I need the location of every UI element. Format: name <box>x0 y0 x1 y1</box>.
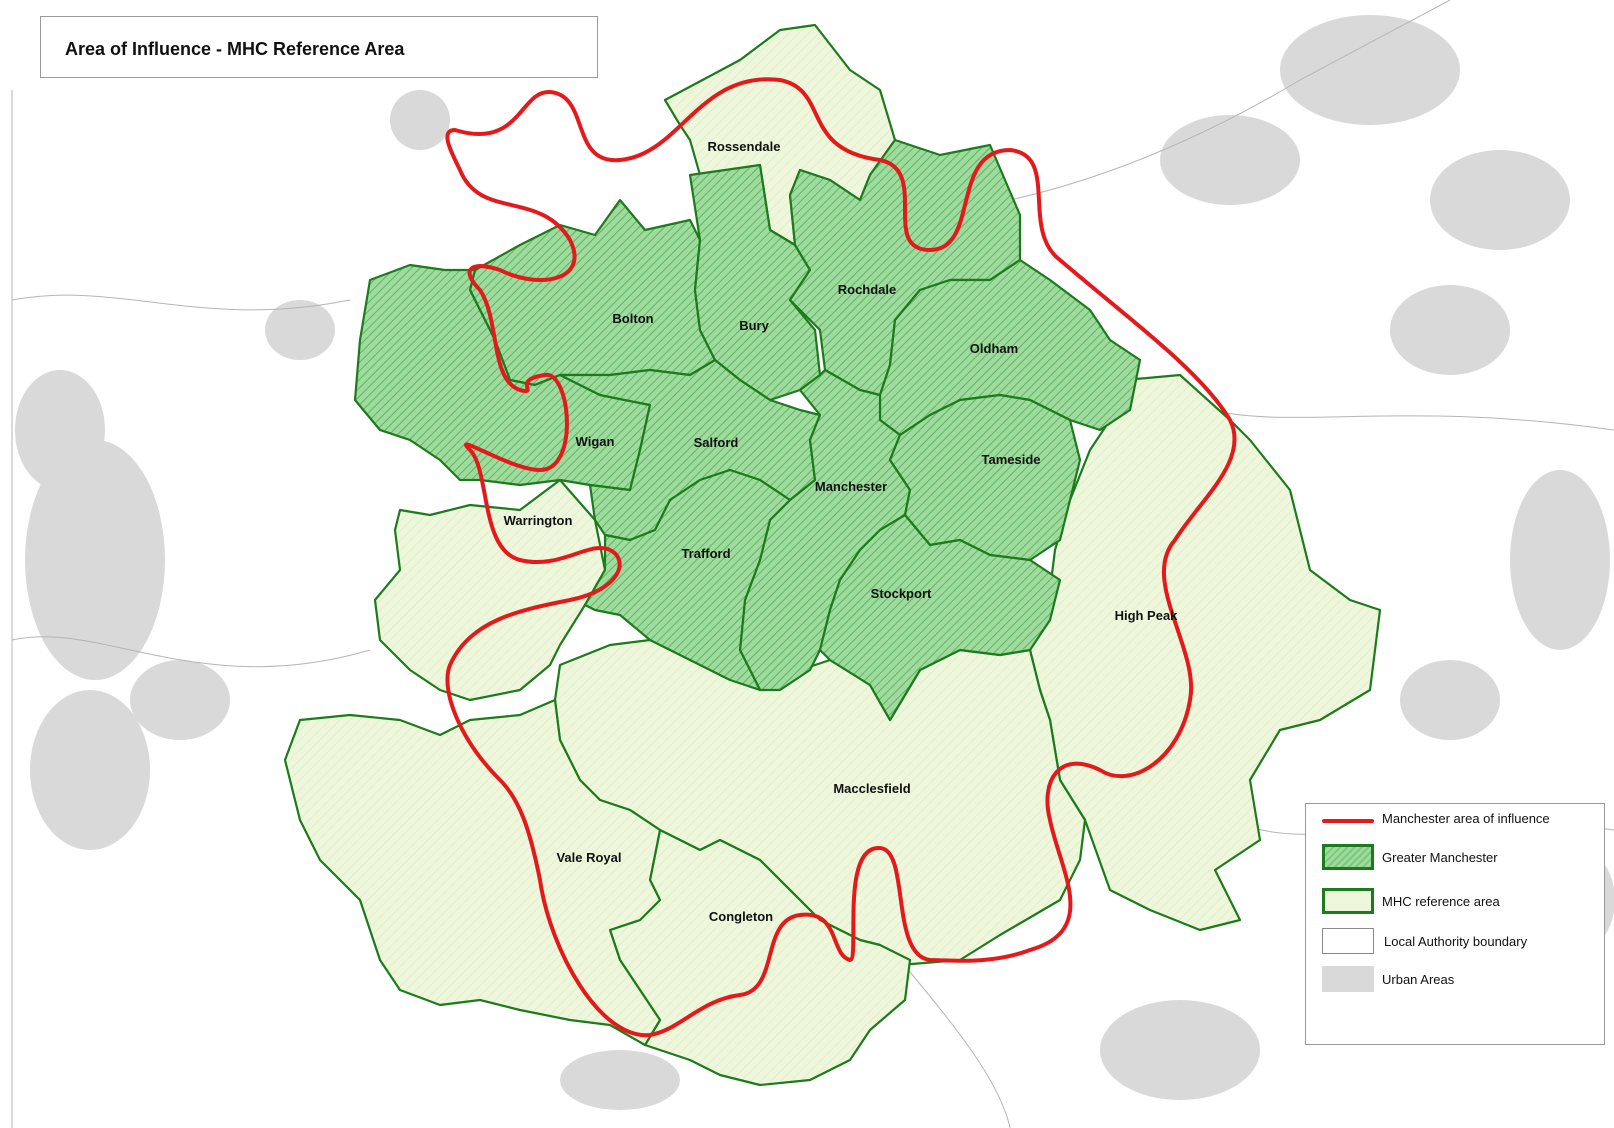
district-labels: Rossendale Bolton Bury Rochdale Oldham W… <box>504 139 1179 924</box>
label-salford: Salford <box>694 435 739 450</box>
label-tameside: Tameside <box>981 452 1040 467</box>
label-macclesfield: Macclesfield <box>833 781 910 796</box>
label-wigan: Wigan <box>576 434 615 449</box>
hatched-green-swatch-icon <box>1322 844 1374 870</box>
legend-item-greater-manchester: Greater Manchester <box>1306 838 1606 874</box>
district-warrington[interactable] <box>373 478 607 702</box>
legend-label-urban: Urban Areas <box>1382 972 1455 987</box>
label-manchester: Manchester <box>815 479 887 494</box>
gm-districts <box>353 138 1142 722</box>
white-swatch-icon <box>1322 928 1374 954</box>
grey-swatch-icon <box>1322 966 1374 992</box>
legend-item-la-boundary: Local Authority boundary <box>1306 922 1606 958</box>
legend-label-greater-manchester: Greater Manchester <box>1382 850 1498 865</box>
label-stockport: Stockport <box>871 586 932 601</box>
label-warrington: Warrington <box>504 513 573 528</box>
mhc-districts <box>283 23 1382 1087</box>
label-bolton: Bolton <box>612 311 653 326</box>
map-legend: Manchester area of influence Greater Man… <box>1305 803 1605 1045</box>
district-bolton[interactable] <box>468 198 717 387</box>
influence-line-icon <box>1322 819 1374 823</box>
legend-label-la-boundary: Local Authority boundary <box>1384 934 1528 949</box>
label-vale-royal: Vale Royal <box>556 850 621 865</box>
legend-item-mhc: MHC reference area <box>1306 882 1606 918</box>
district-trafford[interactable] <box>583 468 792 692</box>
light-green-swatch-icon <box>1322 888 1374 914</box>
label-oldham: Oldham <box>970 341 1018 356</box>
district-stockport[interactable] <box>818 513 1062 722</box>
legend-label-influence: Manchester area of influence <box>1382 811 1550 826</box>
label-high-peak: High Peak <box>1115 608 1179 623</box>
legend-item-urban: Urban Areas <box>1306 960 1606 996</box>
label-rossendale: Rossendale <box>708 139 781 154</box>
influence-boundary <box>445 77 1237 1038</box>
district-tameside[interactable] <box>888 393 1082 562</box>
map-title-box: Area of Influence - MHC Reference Area <box>40 16 598 78</box>
urban-areas <box>15 15 1614 1110</box>
label-bury: Bury <box>739 318 769 333</box>
label-rochdale: Rochdale <box>838 282 897 297</box>
label-trafford: Trafford <box>681 546 730 561</box>
label-congleton: Congleton <box>709 909 773 924</box>
map-title: Area of Influence - MHC Reference Area <box>65 39 405 59</box>
legend-label-mhc: MHC reference area <box>1382 894 1500 909</box>
legend-item-influence: Manchester area of influence <box>1306 806 1606 842</box>
